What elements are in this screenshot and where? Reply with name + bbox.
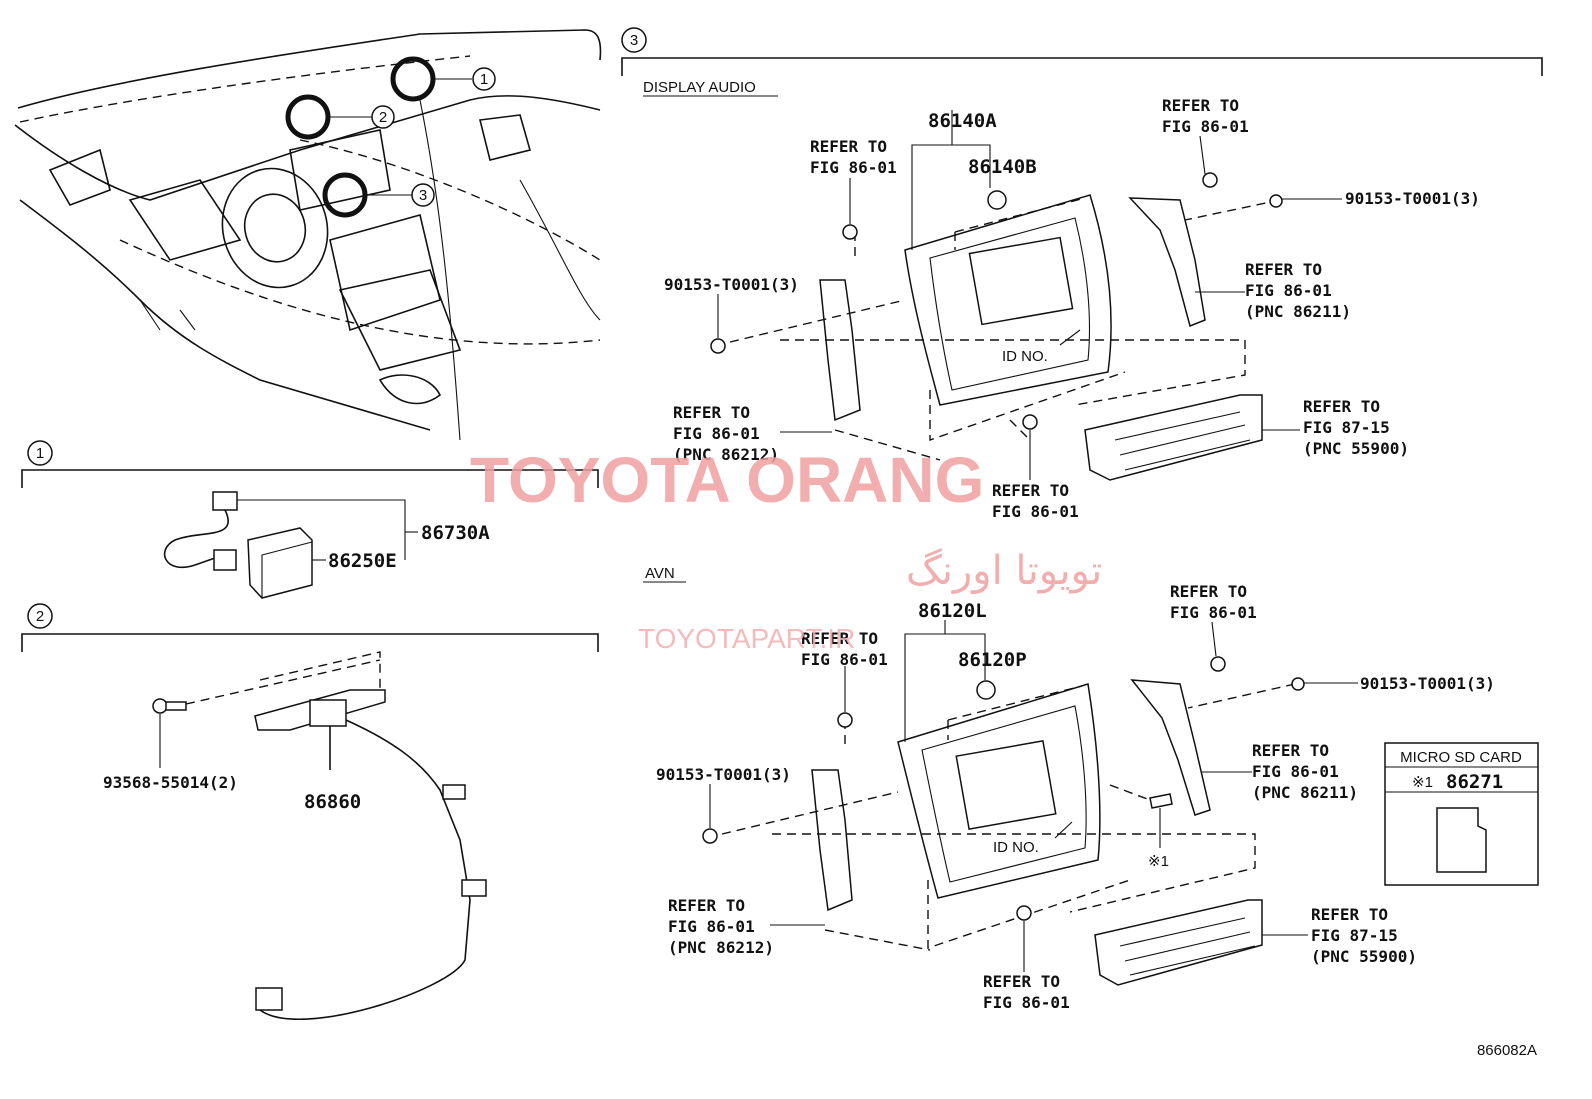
avn-ref-climate-1: REFER TO <box>1311 905 1388 924</box>
display-audio-label: DISPLAY AUDIO <box>643 79 756 96</box>
avn-ref-right-1: REFER TO <box>1252 741 1329 760</box>
da-ref-bottom-1: REFER TO <box>992 481 1069 500</box>
da-ref-left-bottom-3: (PNC 86212) <box>673 445 779 464</box>
avn-id-no: ID NO. <box>993 839 1039 856</box>
part-86120P: 86120P <box>958 649 1027 671</box>
avn-ref-left-bottom-1: REFER TO <box>668 896 745 915</box>
da-ref-climate-2: FIG 87-15 <box>1303 418 1390 437</box>
avn-ref-right-2: FIG 86-01 <box>1252 762 1339 781</box>
avn-ref-top-left-2: FIG 86-01 <box>801 650 888 669</box>
display-audio-group: DISPLAY AUDIO <box>643 79 1480 521</box>
part-86860: 86860 <box>304 791 361 813</box>
avn-ref-left-bottom-2: FIG 86-01 <box>668 917 755 936</box>
avn-group: AVN <box>643 565 1495 1012</box>
da-ref-right-1: REFER TO <box>1245 260 1322 279</box>
overview-callout-2: 2 <box>379 109 387 126</box>
dashboard-overview: 1 2 3 <box>14 29 602 441</box>
avn-sd-mark: ※1 <box>1148 853 1169 870</box>
micro-sd-card-icon <box>1436 807 1487 873</box>
part-86730A: 86730A <box>421 522 490 544</box>
sd-card-part: 86271 <box>1446 771 1503 793</box>
avn-label: AVN <box>645 565 675 582</box>
watermark-line-1: TOYOTA ORANG <box>470 444 984 516</box>
avn-screw-right: 90153-T0001(3) <box>1360 674 1495 693</box>
da-ref-climate-1: REFER TO <box>1303 397 1380 416</box>
watermark-line-2: تویوتا اورنگ <box>906 548 1102 594</box>
figure-id: 866082A <box>1477 1042 1537 1059</box>
avn-ref-bottom-2: FIG 86-01 <box>983 993 1070 1012</box>
da-screw-left: 90153-T0001(3) <box>664 275 799 294</box>
da-screw-right: 90153-T0001(3) <box>1345 189 1480 208</box>
section-1-badge: 1 <box>36 445 44 462</box>
avn-ref-top-right-1: REFER TO <box>1170 582 1247 601</box>
avn-ref-bottom-1: REFER TO <box>983 972 1060 991</box>
part-86120L: 86120L <box>918 600 987 622</box>
section-2-badge: 2 <box>36 608 44 625</box>
sd-card-title: MICRO SD CARD <box>1400 749 1522 766</box>
avn-ref-right-3: (PNC 86211) <box>1252 783 1358 802</box>
overview-callout-1: 1 <box>480 71 488 88</box>
watermark: TOYOTA ORANG تویوتا اورنگ TOYOTAPART.IR <box>470 444 1102 654</box>
avn-screw-left: 90153-T0001(3) <box>656 765 791 784</box>
avn-ref-top-left-1: REFER TO <box>801 629 878 648</box>
avn-ref-left-bottom-3: (PNC 86212) <box>668 938 774 957</box>
section-3-frame: 3 <box>621 27 1543 76</box>
overview-callout-3: 3 <box>419 187 427 204</box>
part-86250E: 86250E <box>328 550 397 572</box>
da-ref-bottom-2: FIG 86-01 <box>992 502 1079 521</box>
da-id-no: ID NO. <box>1002 348 1048 365</box>
sd-card-mark: ※1 <box>1412 774 1433 791</box>
avn-ref-top-right-2: FIG 86-01 <box>1170 603 1257 622</box>
part-93568-55014: 93568-55014(2) <box>103 773 238 792</box>
part-86140B: 86140B <box>968 156 1037 178</box>
da-ref-top-left-2: FIG 86-01 <box>810 158 897 177</box>
da-ref-left-bottom-1: REFER TO <box>673 403 750 422</box>
da-ref-top-right-2: FIG 86-01 <box>1162 117 1249 136</box>
avn-ref-climate-3: (PNC 55900) <box>1311 947 1417 966</box>
da-ref-top-right-1: REFER TO <box>1162 96 1239 115</box>
watermark-line-3: TOYOTAPART.IR <box>638 623 855 654</box>
section-1: 1 86730A 86250E <box>21 440 599 599</box>
part-86140A: 86140A <box>928 110 997 132</box>
da-ref-top-left-1: REFER TO <box>810 137 887 156</box>
section-3-badge: 3 <box>630 32 638 49</box>
da-ref-right-3: (PNC 86211) <box>1245 302 1351 321</box>
da-ref-left-bottom-2: FIG 86-01 <box>673 424 760 443</box>
section-2: 2 93568-55014(2) 86860 <box>21 603 599 1020</box>
da-ref-right-2: FIG 86-01 <box>1245 281 1332 300</box>
da-ref-climate-3: (PNC 55900) <box>1303 439 1409 458</box>
micro-sd-card-box: MICRO SD CARD ※1 86271 <box>1384 742 1539 886</box>
avn-ref-climate-2: FIG 87-15 <box>1311 926 1398 945</box>
